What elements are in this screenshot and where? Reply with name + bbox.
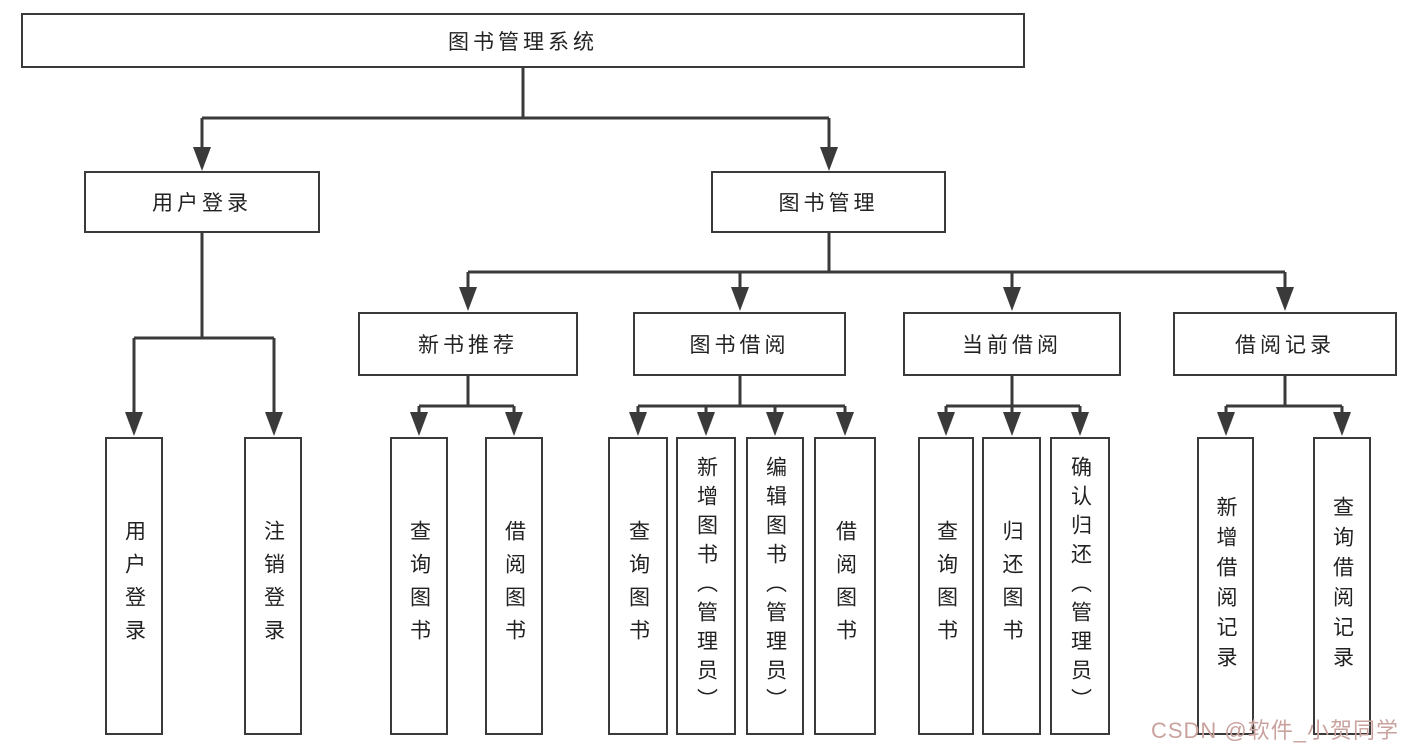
node-label: 归还图书	[1000, 520, 1023, 652]
node-label: 借阅图书	[833, 520, 857, 652]
node-label: 新书推荐	[418, 334, 518, 357]
connector-book-borrow-to-leaves	[629, 376, 854, 436]
leaf-query-book-recommend: 查询图书	[390, 437, 448, 735]
node-label: 查询图书	[626, 520, 650, 652]
arrowhead-icon	[459, 287, 477, 311]
connector-current-borrow-to-leaves	[937, 376, 1089, 436]
connector-book-mgmt-to-level3	[459, 233, 1294, 311]
arrowhead-icon	[697, 412, 715, 436]
node-label: 新增借阅记录	[1214, 496, 1237, 676]
node-label: 借阅记录	[1235, 334, 1335, 357]
connector-borrow-records-to-leaves	[1217, 376, 1351, 436]
arrowhead-icon	[836, 412, 854, 436]
node-root: 图书管理系统	[21, 13, 1025, 68]
leaf-query-book-current: 查询图书	[918, 437, 974, 735]
arrowhead-icon	[629, 412, 647, 436]
node-label: 当前借阅	[962, 334, 1062, 357]
node-book-mgmt: 图书管理	[711, 171, 946, 233]
arrowhead-icon	[505, 412, 523, 436]
node-book-borrow: 图书借阅	[633, 312, 846, 376]
node-user-login: 用户登录	[84, 171, 320, 233]
arrowhead-icon	[731, 287, 749, 311]
node-borrow-records: 借阅记录	[1173, 312, 1397, 376]
arrowhead-icon	[265, 412, 283, 436]
arrowhead-icon	[193, 147, 211, 171]
node-label: 图书管理	[778, 192, 879, 215]
arrowhead-icon	[937, 412, 955, 436]
node-label: 查询图书	[407, 520, 431, 652]
arrowhead-icon	[125, 412, 143, 436]
node-label: 借阅图书	[502, 520, 526, 652]
node-label: 查询借阅记录	[1330, 496, 1354, 676]
arrowhead-icon	[1276, 287, 1294, 311]
leaf-confirm-return-admin: 确认归还（管理员）	[1050, 437, 1110, 735]
node-label: 查询图书	[934, 520, 958, 652]
leaf-user-login: 用户登录	[105, 437, 163, 735]
arrowhead-icon	[1217, 412, 1235, 436]
leaf-borrow-book-recommend: 借阅图书	[485, 437, 543, 735]
leaf-edit-book-admin: 编辑图书（管理员）	[746, 437, 804, 735]
node-label: 确认归还（管理员）	[1068, 455, 1092, 717]
leaf-query-book-borrow: 查询图书	[608, 437, 668, 735]
connector-user-login-to-leaves	[125, 233, 283, 436]
connector-new-book-to-leaves	[410, 376, 523, 436]
node-label: 图书管理系统	[448, 30, 598, 54]
node-label: 注销登录	[261, 520, 285, 652]
node-label: 新增图书（管理员）	[694, 455, 718, 717]
arrowhead-icon	[1003, 412, 1021, 436]
leaf-return-book: 归还图书	[982, 437, 1041, 735]
node-new-book-recommend: 新书推荐	[358, 312, 578, 376]
node-current-borrow: 当前借阅	[903, 312, 1121, 376]
arrowhead-icon	[766, 412, 784, 436]
arrowhead-icon	[410, 412, 428, 436]
node-label: 用户登录	[122, 520, 146, 652]
leaf-query-borrow-record: 查询借阅记录	[1313, 437, 1371, 735]
arrowhead-icon	[820, 147, 838, 171]
leaf-add-book-admin: 新增图书（管理员）	[676, 437, 736, 735]
arrowhead-icon	[1071, 412, 1089, 436]
node-label: 用户登录	[152, 192, 252, 215]
leaf-borrow-book: 借阅图书	[814, 437, 876, 735]
arrowhead-icon	[1333, 412, 1351, 436]
leaf-logout: 注销登录	[244, 437, 302, 735]
connector-root-to-level2	[193, 68, 838, 171]
leaf-add-borrow-record: 新增借阅记录	[1197, 437, 1254, 735]
node-label: 图书借阅	[689, 334, 790, 357]
arrowhead-icon	[1003, 287, 1021, 311]
node-label: 编辑图书（管理员）	[763, 455, 787, 717]
